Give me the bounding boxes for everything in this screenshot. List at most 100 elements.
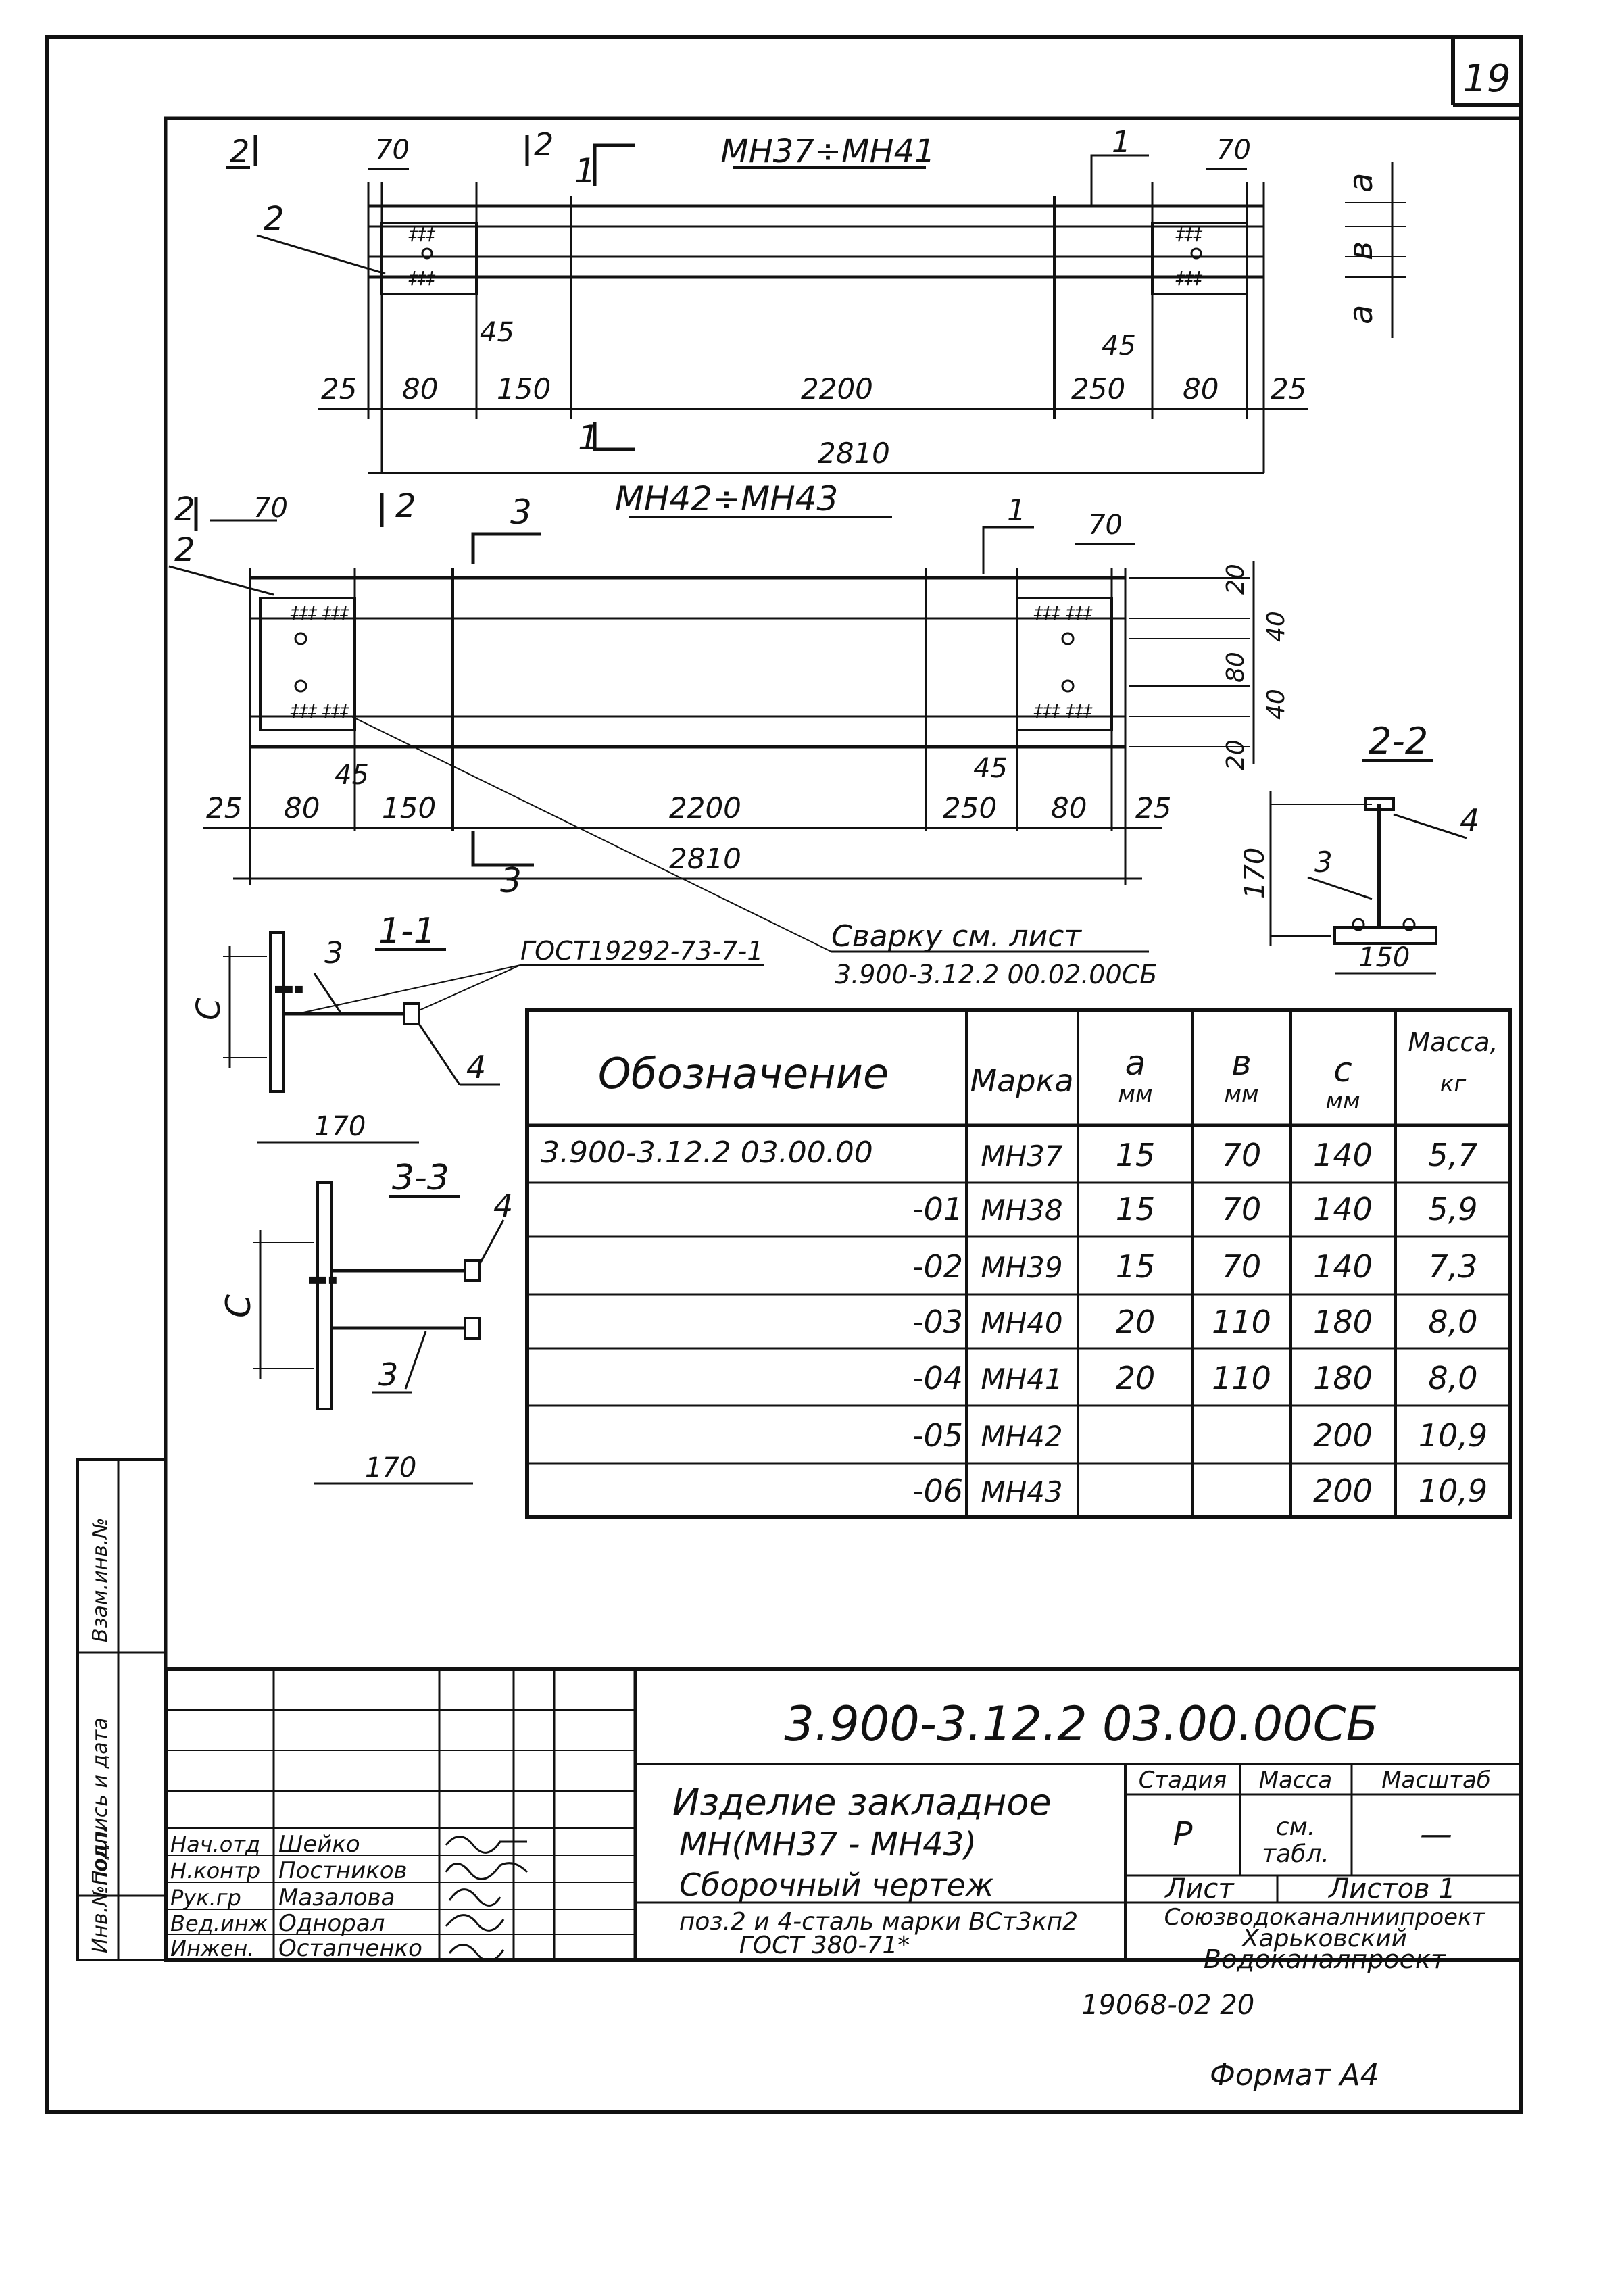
gost-ref-leader <box>418 964 521 1011</box>
material-line2: ГОСТ 380-71* <box>739 1932 910 1959</box>
table-row: 3.900-3.12.2 03.00.00 МН37 15 70 140 5,7 <box>541 1135 1478 1173</box>
weld-dot <box>1402 918 1416 931</box>
org-line2: Харьковский <box>1241 1925 1407 1953</box>
pos-1-label: 1 <box>1007 493 1026 528</box>
th-mark: Марка <box>970 1062 1073 1099</box>
section-1-top-marker <box>593 143 635 186</box>
massa-value1: см. <box>1276 1813 1315 1841</box>
role-label: Инжен. <box>170 1936 254 1961</box>
massa-value2: табл. <box>1262 1840 1329 1868</box>
signature <box>445 1914 505 1932</box>
pos-3-label: 3 <box>378 1356 398 1393</box>
side-dim: 40 <box>1262 689 1290 720</box>
dim-c: С <box>219 1294 258 1318</box>
cell-c: 200 <box>1313 1417 1373 1454</box>
cell-mark: МН40 <box>981 1306 1062 1340</box>
side-b: в <box>1342 241 1380 260</box>
cell-designation: 3.900-3.12.2 03.00.00 <box>541 1135 873 1170</box>
cell-a: 15 <box>1116 1248 1156 1285</box>
cell-c: 180 <box>1313 1304 1373 1340</box>
pos-2-leader <box>168 565 274 596</box>
listov-label: Листов 1 <box>1327 1873 1456 1905</box>
section-1-bottom-marker <box>593 422 635 451</box>
side-dim: 20 <box>1222 739 1250 770</box>
rod-head <box>464 1317 481 1340</box>
th-a-unit: мм <box>1118 1081 1152 1108</box>
pos-3-leader <box>313 973 343 1014</box>
role-label: Вед.инж <box>170 1911 268 1936</box>
gost-ref: ГОСТ19292-73-7-1 <box>520 936 764 966</box>
table-row: -05 МН42 200 10,9 <box>912 1417 1487 1454</box>
plate-right-hole <box>1190 247 1202 260</box>
plate-left-hole <box>294 679 307 693</box>
stadia-value: Р <box>1173 1815 1193 1853</box>
pos-1-leader <box>1090 154 1149 206</box>
signature <box>445 1836 527 1854</box>
cell-b: 110 <box>1212 1360 1271 1396</box>
weld-mark: ‡‡‡ ‡‡‡ <box>1033 701 1093 721</box>
pos-4-label: 4 <box>493 1187 513 1224</box>
role-row: Нач.отд Шейко <box>170 1831 360 1858</box>
cell-b: 70 <box>1222 1191 1262 1227</box>
cell-c: 140 <box>1313 1191 1373 1227</box>
section-2-left-label: 2 <box>230 133 249 170</box>
cell-mark: МН41 <box>981 1363 1062 1396</box>
cell-a: 20 <box>1116 1304 1156 1340</box>
pos-4-label: 4 <box>1460 802 1479 839</box>
plate-left-hole <box>421 247 433 260</box>
pos-3-leader <box>404 1331 427 1390</box>
th-b: в <box>1231 1044 1251 1083</box>
dim-170: 170 <box>314 1111 366 1142</box>
side-vzam-inv: Взам.инв.№ <box>89 1517 112 1642</box>
cell-c: 140 <box>1313 1137 1373 1173</box>
role-label: Н.контр <box>170 1858 260 1884</box>
cell-designation: -02 <box>912 1248 963 1285</box>
role-label: Нач.отд <box>170 1832 260 1857</box>
view-mid: МН42÷МН43 2 2 3 2 70 1 70 ‡‡‡ ‡‡‡ ‡‡‡ ‡‡… <box>168 479 1290 900</box>
dim-bottom: 80 <box>284 791 320 825</box>
cell-designation: -03 <box>912 1304 963 1340</box>
org-line1: Союзводоканалниипроект <box>1164 1904 1486 1931</box>
order-number: 19068-02 20 <box>1081 1990 1254 2021</box>
title-block-frame <box>164 1667 1523 1962</box>
weld-mark: ▪▪▪ <box>307 1271 338 1288</box>
section-3-top-marker <box>471 532 541 564</box>
cell-a: 15 <box>1116 1137 1156 1173</box>
dim-bottom: 25 <box>321 372 357 406</box>
weld-mark: ‡‡‡ <box>408 224 436 245</box>
org-line3: Водоканалпроект <box>1204 1944 1447 1974</box>
dim-45-left: 45 <box>335 760 369 791</box>
pos-1-label: 1 <box>1112 125 1131 159</box>
weld-mark: ‡‡‡ ‡‡‡ <box>290 603 349 623</box>
cell-mass: 5,9 <box>1428 1191 1477 1227</box>
section-2-right-label: 2 <box>395 487 416 525</box>
signature <box>448 1944 505 1962</box>
section-1-1-title: 1-1 <box>378 911 436 952</box>
section-2-2-title: 2-2 <box>1369 720 1428 762</box>
weld-note-leader <box>351 716 832 952</box>
table-row: -03 МН40 20 110 180 8,0 <box>912 1304 1478 1340</box>
plate-right-hole <box>1061 632 1075 645</box>
section-1-1: 1-1 ▪▪▪ С 3 4 170 <box>190 911 500 1144</box>
role-row: Н.контр Постников <box>170 1857 408 1884</box>
stadia-label: Стадия <box>1139 1767 1227 1794</box>
masshtab-label: Масштаб <box>1381 1767 1491 1794</box>
weld-mark: ▪▪▪ <box>274 981 304 998</box>
cell-mass: 8,0 <box>1428 1360 1477 1396</box>
cell-mark: МН38 <box>981 1194 1062 1227</box>
weld-mark: ‡‡‡ ‡‡‡ <box>1033 603 1093 623</box>
massa-label: Масса <box>1259 1767 1332 1794</box>
dim-bottom: 25 <box>206 791 242 825</box>
role-name: Постников <box>278 1857 408 1884</box>
pos-4-leader <box>418 1023 461 1085</box>
side-a2: a <box>1342 305 1380 324</box>
side-dim: 20 <box>1222 564 1250 595</box>
pos-3-label: 3 <box>324 936 343 971</box>
section-3-bottom-marker <box>471 831 534 867</box>
dim-bottom: 2200 <box>801 372 873 406</box>
dim-170: 170 <box>365 1452 416 1483</box>
name-line1: Изделие закладное <box>672 1781 1052 1823</box>
sheet-number: 19 <box>1462 57 1510 101</box>
name-line2: МН(МН37 - МН43) <box>679 1825 977 1863</box>
side-dim: 80 <box>1222 652 1250 683</box>
